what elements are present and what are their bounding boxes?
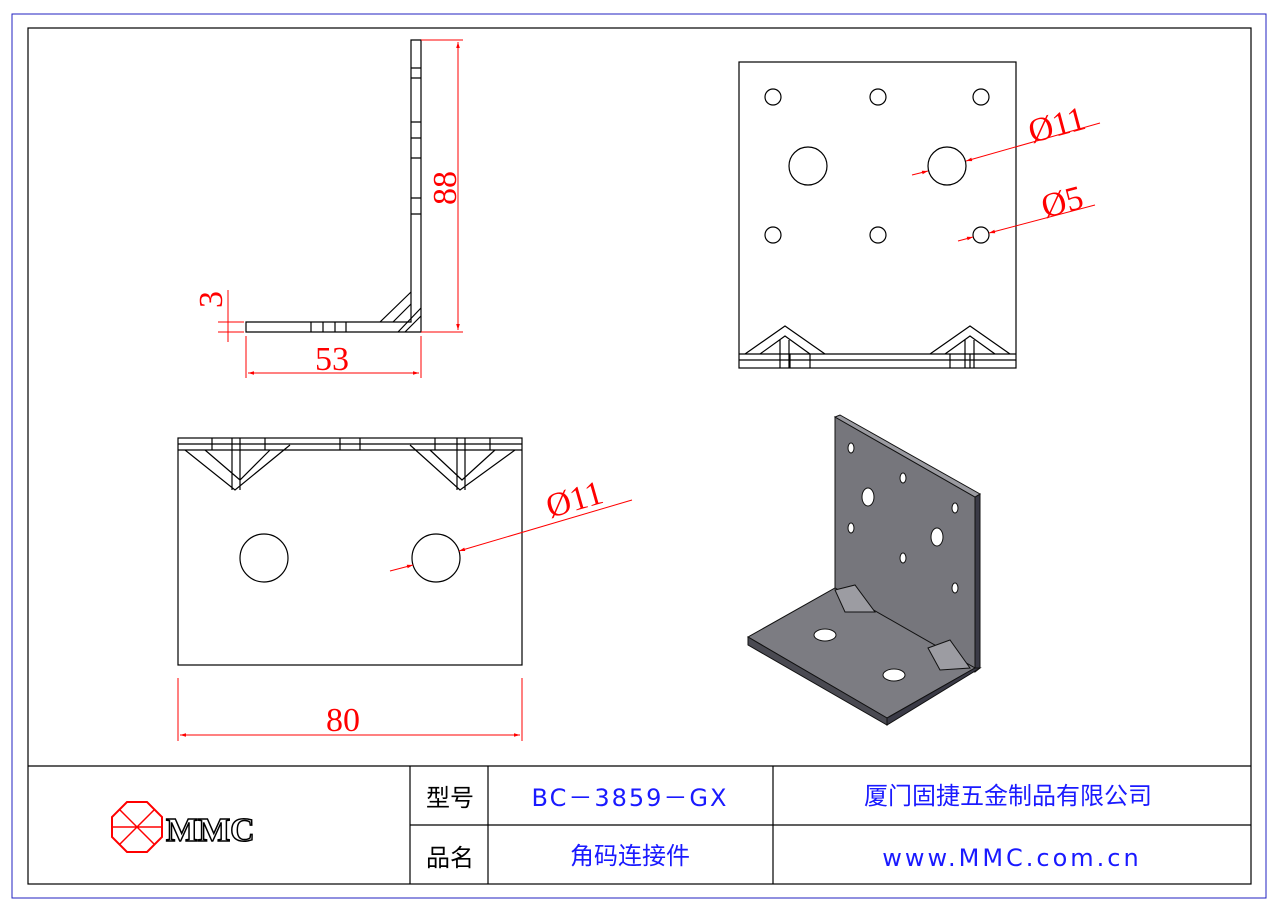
bottom-view: Ø11 80 bbox=[177, 437, 633, 741]
dim-width-80: 80 bbox=[326, 702, 360, 739]
isometric-view bbox=[746, 414, 982, 726]
outer-frame bbox=[11, 13, 1267, 899]
inner-frame bbox=[27, 27, 1252, 885]
model-label: 型号 bbox=[426, 784, 474, 812]
dim-front-small-hole: Ø5 bbox=[1037, 179, 1087, 225]
company-logo: MMC bbox=[111, 801, 256, 853]
dim-bottom-hole: Ø11 bbox=[542, 474, 607, 525]
dim-height-88: 88 bbox=[427, 171, 464, 205]
title-block: MMC 型号 BC－3859－GX 厦门固捷五金制品有限公司 品名 角码连接件 … bbox=[28, 765, 1251, 884]
model-value: BC－3859－GX bbox=[532, 784, 729, 812]
website: www.MMC.com.cn bbox=[882, 844, 1141, 872]
dim-front-big-hole: Ø11 bbox=[1024, 100, 1089, 151]
company-name: 厦门固捷五金制品有限公司 bbox=[864, 782, 1152, 810]
dim-length-53: 53 bbox=[315, 341, 349, 378]
front-view: Ø11 Ø5 bbox=[738, 61, 1101, 369]
name-label: 品名 bbox=[426, 844, 474, 872]
logo-text: MMC bbox=[166, 812, 255, 849]
side-view: 88 53 3 bbox=[193, 39, 464, 378]
name-value: 角码连接件 bbox=[570, 842, 690, 870]
dim-thickness-3: 3 bbox=[193, 291, 230, 308]
